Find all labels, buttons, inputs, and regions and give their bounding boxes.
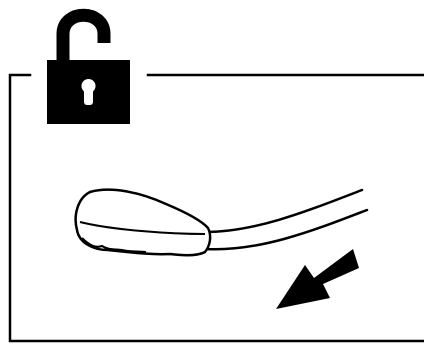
padlock-shackle bbox=[63, 15, 104, 62]
probe-plug-icon bbox=[76, 190, 367, 256]
pull-direction-arrow-icon bbox=[276, 249, 359, 309]
unlocked-padlock-icon bbox=[47, 15, 130, 124]
cable-upper-line bbox=[205, 190, 362, 232]
